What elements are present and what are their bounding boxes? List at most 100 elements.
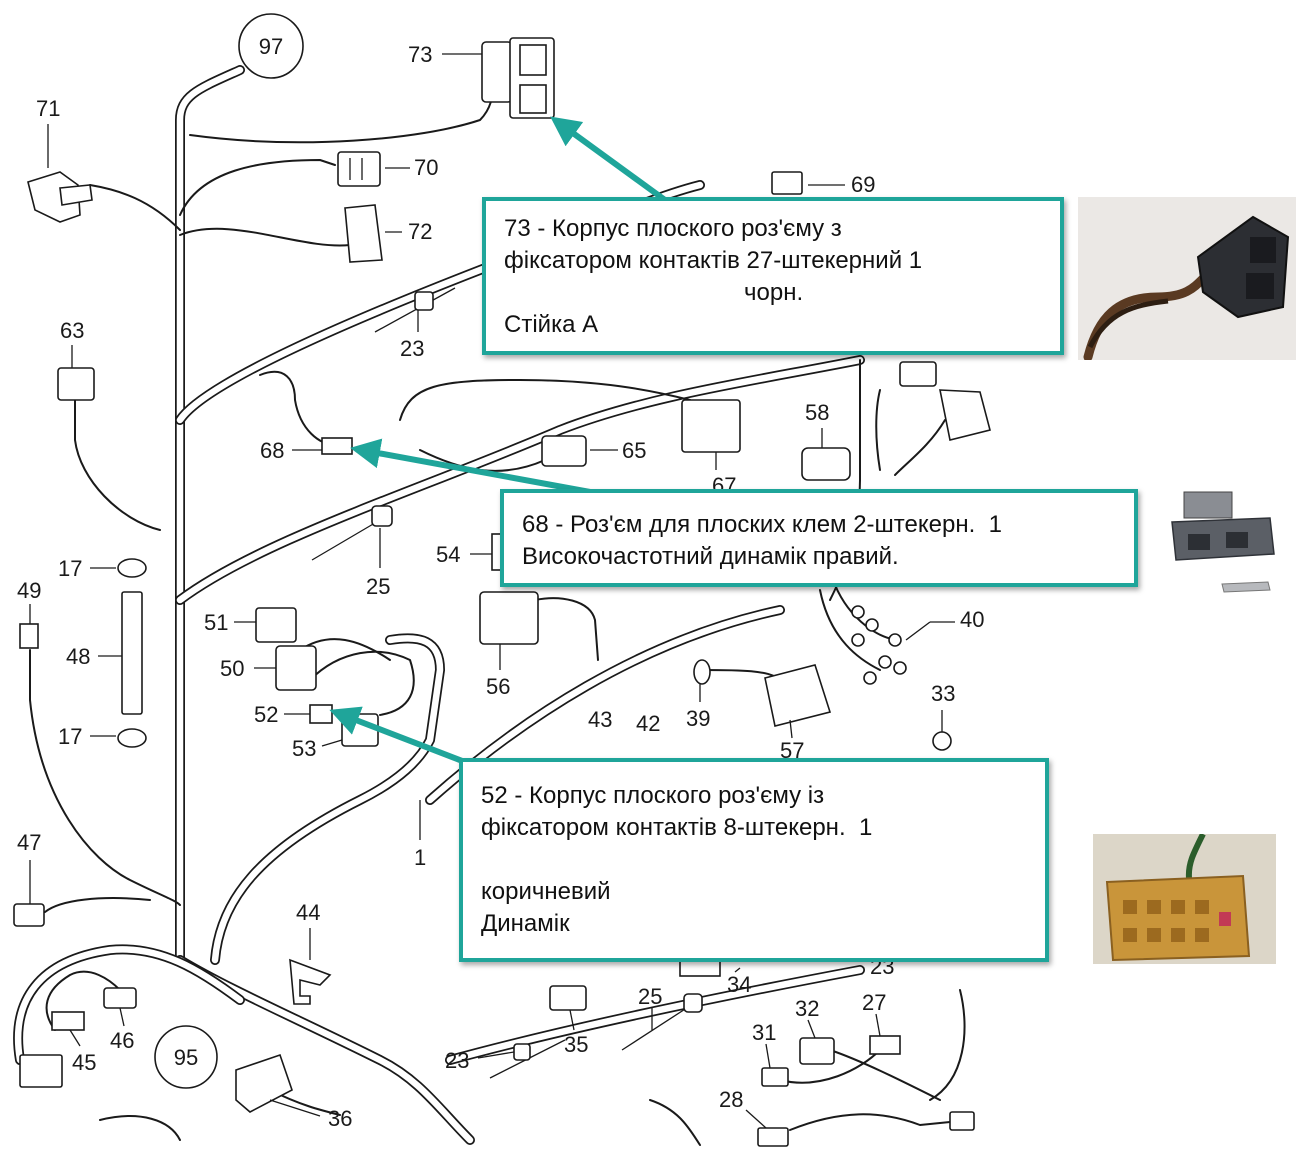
callout-73: 73 - Корпус плоского роз'єму з фіксаторо… [482, 197, 1064, 355]
label-28: 28 [719, 1087, 743, 1112]
photo-68-drawing [1171, 491, 1275, 593]
label-34: 34 [727, 972, 751, 997]
connector-31-icon [761, 1067, 789, 1087]
label-42: 42 [636, 711, 660, 736]
label-63: 63 [60, 318, 84, 343]
label-32: 32 [795, 996, 819, 1021]
callout-68-line-1: 68 - Роз'єм для плоских клем 2-штекерн. … [522, 511, 1002, 538]
label-39: 39 [686, 706, 710, 731]
arrow-68 [350, 438, 591, 495]
label-73: 73 [408, 42, 432, 67]
connector-58-icon [801, 447, 851, 481]
connector-73-icon [481, 37, 555, 119]
clip-39-icon [693, 659, 711, 685]
connector-71-icon [27, 171, 93, 223]
label-52: 52 [254, 702, 278, 727]
circle-tag-95: 95 [154, 1025, 218, 1089]
label-51: 51 [204, 610, 228, 635]
arrow-52 [329, 706, 467, 765]
label-70: 70 [414, 155, 438, 180]
label-36: 36 [328, 1106, 352, 1131]
label-40: 40 [960, 607, 984, 632]
callout-73-line-2: фіксатором контактів 27-штекерний 1 [504, 247, 923, 274]
connector-72-icon [344, 204, 383, 263]
label-65: 65 [622, 438, 646, 463]
label-1: 1 [414, 845, 426, 870]
callout-52-line-5: Динамік [481, 910, 570, 937]
label-72: 72 [408, 219, 432, 244]
callout-68-line-2: Високочастотний динамік правий. [522, 543, 899, 570]
connector-36-icon [235, 1053, 293, 1113]
callout-68: 68 - Роз'єм для плоских клем 2-штекерн. … [500, 489, 1138, 587]
clip-17-bottom-icon [117, 728, 147, 748]
connector-bottom-right-icon [949, 1111, 975, 1131]
label-43: 43 [588, 707, 612, 732]
connector-27-icon [869, 1035, 901, 1055]
label-71: 71 [36, 96, 60, 121]
ring-terminals-40-icon [851, 605, 907, 685]
label-25-mid: 25 [366, 574, 390, 599]
connector-52-icon [309, 704, 333, 724]
label-17-top: 17 [58, 556, 82, 581]
part-number-labels: 73 71 70 72 69 63 23 68 65 67 58 17 17 4… [17, 42, 984, 1131]
cable-tie-23-top-icon [374, 287, 456, 333]
connector-28-icon [757, 1127, 789, 1147]
label-23-top: 23 [400, 336, 424, 361]
connector-67-icon [681, 399, 741, 453]
label-56: 56 [486, 674, 510, 699]
grommet-33-icon [932, 731, 952, 751]
circle-tag-97: 97 [238, 13, 304, 79]
bracket-48-icon [121, 591, 143, 715]
leader-lines [29, 53, 955, 1129]
connector-56-icon [479, 591, 539, 645]
callout-52-line-2: фіксатором контактів 8-штекерн. 1 [481, 814, 873, 841]
connector-parts [13, 37, 991, 1147]
connector-70-icon [337, 151, 381, 187]
label-48: 48 [66, 644, 90, 669]
branch-wires [29, 79, 966, 1146]
photo-connector-73 [1078, 197, 1296, 360]
tag-95-label: 95 [174, 1045, 198, 1070]
cable-tie-25-mid-icon [311, 505, 393, 561]
label-35: 35 [564, 1032, 588, 1057]
harness-trunks [13, 65, 865, 1145]
label-33: 33 [931, 681, 955, 706]
callout-73-line-3: чорн. [504, 279, 804, 306]
connector-35-icon [549, 985, 587, 1011]
connector-49-icon [19, 623, 39, 649]
connector-63-icon [57, 367, 95, 401]
photo-52-drawing [1105, 834, 1251, 962]
tag-97-label: 97 [259, 34, 283, 59]
connector-mid-right-icon [899, 361, 991, 441]
label-46: 46 [110, 1028, 134, 1053]
connector-45-icon [51, 1011, 85, 1031]
bracket-44-icon [289, 958, 332, 1005]
label-68: 68 [260, 438, 284, 463]
label-50: 50 [220, 656, 244, 681]
label-47: 47 [17, 830, 41, 855]
callout-73-line-4: Стійка А [504, 311, 599, 338]
connector-51-icon [255, 607, 297, 643]
callout-73-line-1: 73 - Корпус плоского роз'єму з [504, 215, 842, 242]
connector-32-icon [799, 1037, 835, 1065]
label-44: 44 [296, 900, 320, 925]
cable-tie-25-bottom-icon [621, 993, 703, 1051]
callout-52-line-4: коричневий [481, 878, 611, 905]
label-25-bottom: 25 [638, 984, 662, 1009]
connector-50-icon [275, 645, 317, 691]
arrow-73 [550, 116, 667, 203]
label-69: 69 [851, 172, 875, 197]
connector-65-icon [541, 435, 587, 467]
callout-arrows [329, 116, 667, 765]
connector-57-icon [764, 664, 832, 727]
connector-47-icon [13, 903, 45, 927]
label-54: 54 [436, 542, 460, 567]
label-45: 45 [72, 1050, 96, 1075]
callout-52-line-1: 52 - Корпус плоского роз'єму із [481, 782, 825, 809]
label-58: 58 [805, 400, 829, 425]
callout-52: 52 - Корпус плоского роз'єму із фіксатор… [459, 758, 1049, 962]
connector-68-icon [321, 437, 353, 455]
clip-17-top-icon [117, 558, 147, 578]
label-53: 53 [292, 736, 316, 761]
